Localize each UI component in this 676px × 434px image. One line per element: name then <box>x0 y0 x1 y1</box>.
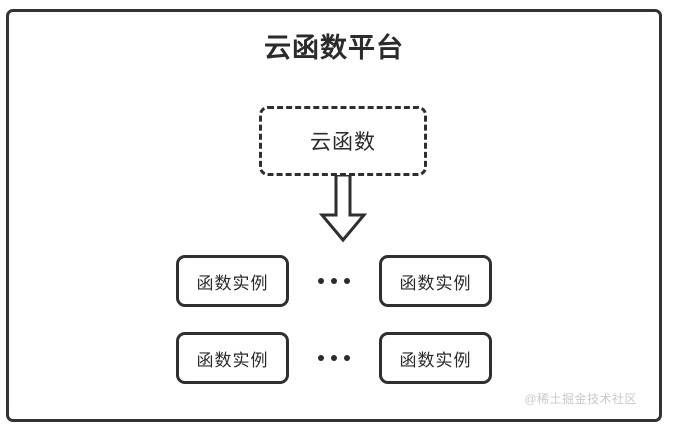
down-block-arrow-icon <box>318 173 368 243</box>
watermark: @稀土掘金技术社区 <box>524 392 637 406</box>
ellipsis-dot <box>331 355 337 361</box>
platform-container: 云函数平台 云函数 函数实例 函数实例 函数实例 函数实例 <box>6 9 662 422</box>
ellipsis-icon <box>289 255 379 307</box>
cloud-function-label: 云函数 <box>310 131 376 154</box>
function-instance-node: 函数实例 <box>176 255 289 307</box>
cloud-function-node: 云函数 <box>259 106 427 176</box>
ellipsis-dot <box>318 355 324 361</box>
instance-row: 函数实例 函数实例 <box>9 255 659 307</box>
ellipsis-dot <box>344 355 350 361</box>
function-instance-label: 函数实例 <box>196 273 269 293</box>
function-instance-label: 函数实例 <box>196 350 269 370</box>
instance-row: 函数实例 函数实例 <box>9 332 659 384</box>
function-instance-node: 函数实例 <box>379 255 492 307</box>
function-instance-label: 函数实例 <box>399 273 472 293</box>
function-instance-label: 函数实例 <box>399 350 472 370</box>
function-instance-node: 函数实例 <box>176 332 289 384</box>
ellipsis-dot <box>344 278 350 284</box>
ellipsis-dot <box>331 278 337 284</box>
page-title: 云函数平台 <box>264 33 404 63</box>
ellipsis-dot <box>318 278 324 284</box>
function-instance-node: 函数实例 <box>379 332 492 384</box>
down-block-arrow-svg <box>318 173 368 243</box>
ellipsis-icon <box>289 332 379 384</box>
